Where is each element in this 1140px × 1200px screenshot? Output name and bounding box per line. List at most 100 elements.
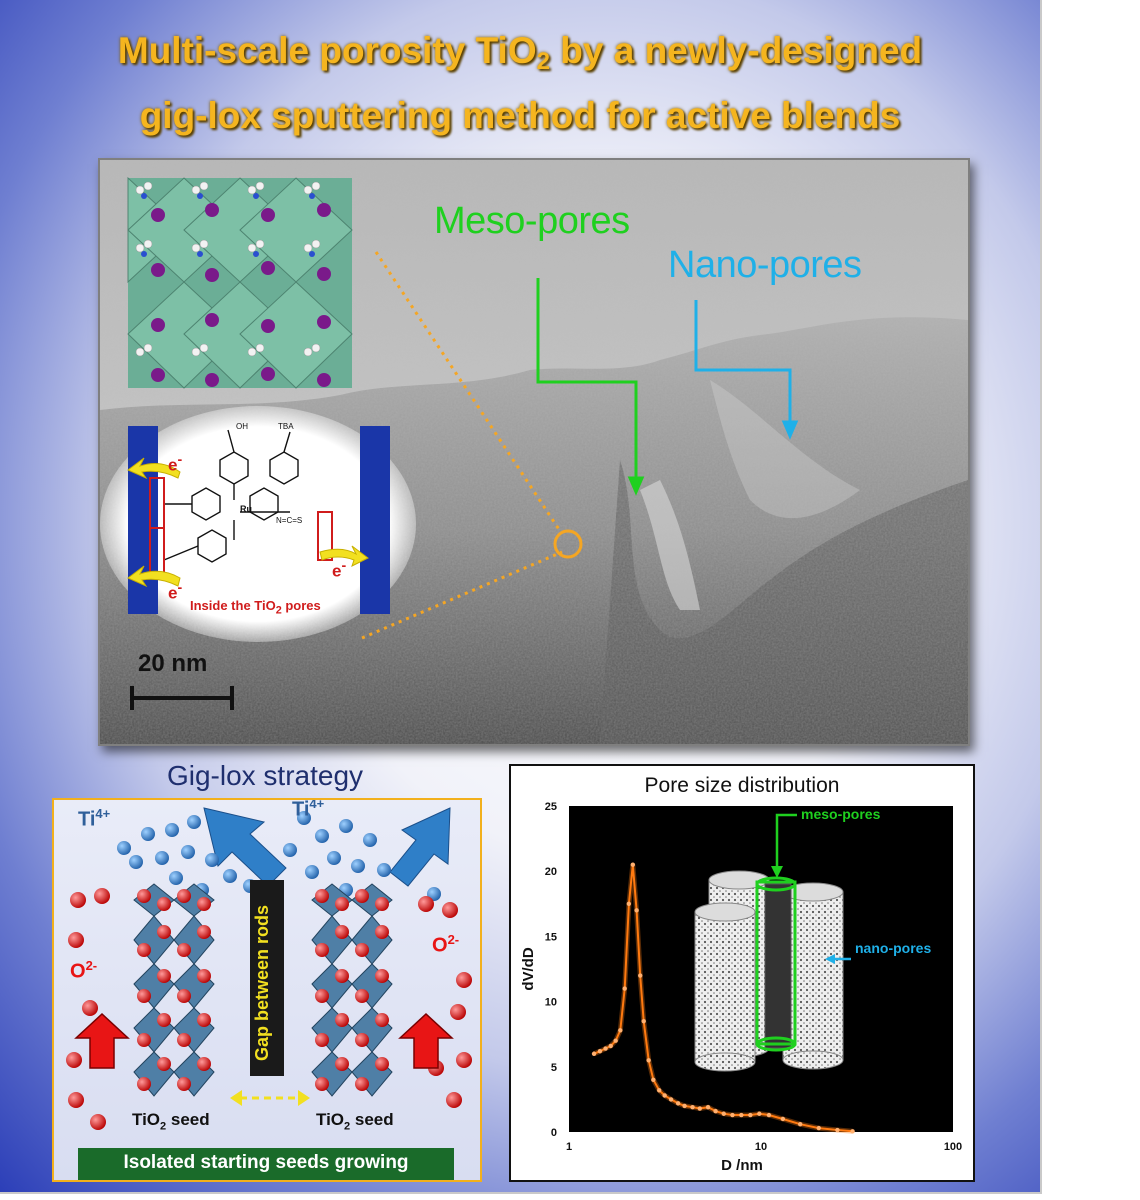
data-point bbox=[630, 862, 636, 867]
title-line1-sub: 2 bbox=[536, 48, 550, 75]
data-point bbox=[618, 1028, 623, 1033]
y-tick-label: 0 bbox=[551, 1127, 557, 1139]
tem-micrograph: Meso-pores Nano-pores 20 nm e- e- e- Ru … bbox=[98, 158, 970, 746]
data-point bbox=[608, 1043, 613, 1049]
data-point bbox=[638, 973, 643, 978]
o-ion-label-left: O2- bbox=[70, 958, 97, 984]
cylinder-right-bottom bbox=[782, 1050, 844, 1070]
y-tick-label: 15 bbox=[545, 931, 557, 943]
nano-pores-arrow bbox=[694, 300, 799, 440]
data-point bbox=[816, 1125, 821, 1131]
footer-caption: Isolated starting seeds growing bbox=[123, 1152, 409, 1173]
o-symbol-2: O bbox=[432, 934, 448, 957]
ti-ions bbox=[117, 811, 441, 901]
title-line-2: gig-lox sputtering method for active ble… bbox=[139, 95, 901, 136]
chart-title: Pore size distribution bbox=[645, 774, 840, 797]
cylinder-front-left-top bbox=[694, 902, 756, 922]
tio2-rod-right bbox=[311, 883, 393, 1097]
o-charge: 2- bbox=[85, 958, 98, 973]
electron-transfer-arrows bbox=[127, 457, 369, 588]
data-point bbox=[668, 1097, 674, 1102]
title-line1-post: by a newly-designed bbox=[549, 30, 923, 71]
seed-post-2: seed bbox=[350, 1110, 394, 1129]
inset-caption-sub: 2 bbox=[275, 604, 282, 617]
x-tick-label: 1 bbox=[566, 1141, 572, 1153]
nano-annotation-arrowhead bbox=[825, 954, 835, 964]
data-point bbox=[682, 1103, 687, 1109]
ti-ion-label-right: Ti4+ bbox=[292, 798, 325, 822]
data-point bbox=[705, 1105, 711, 1110]
data-point bbox=[651, 1077, 656, 1083]
o-flux-arrow-left bbox=[74, 1012, 130, 1069]
cylinder-right-body bbox=[782, 891, 844, 1061]
electron-label-2: e- bbox=[332, 558, 346, 582]
data-point bbox=[662, 1093, 667, 1098]
ti-symbol-2: Ti bbox=[292, 798, 310, 821]
data-point bbox=[597, 1048, 603, 1054]
title-line1-pre: Multi-scale porosity TiO bbox=[117, 30, 537, 71]
cylinder-front-left-body bbox=[694, 911, 756, 1063]
meso-pore-outline-top bbox=[755, 876, 797, 892]
x-tick-label: 10 bbox=[755, 1141, 767, 1153]
seed-pre: TiO bbox=[132, 1110, 161, 1129]
data-point bbox=[626, 901, 632, 906]
o-charge-2: 2- bbox=[447, 932, 460, 947]
data-point bbox=[690, 1105, 695, 1110]
data-point bbox=[675, 1101, 681, 1106]
seed-label-right: TiO2 seed bbox=[316, 1110, 394, 1132]
data-point bbox=[748, 1112, 753, 1118]
ti-charge-2: 4+ bbox=[309, 798, 325, 811]
gig-lox-panel: Ti4+ Ti4+ O2- O2- Gap between rods TiO2 … bbox=[52, 798, 482, 1182]
gap-label-bg bbox=[250, 880, 284, 1076]
gig-lox-diagram bbox=[66, 807, 472, 1180]
footer-bar bbox=[78, 1148, 454, 1180]
electron-e-3: e bbox=[168, 583, 178, 603]
data-point bbox=[730, 1112, 735, 1118]
data-point bbox=[641, 1018, 646, 1024]
meso-pores-arrow bbox=[536, 278, 645, 496]
electron-e-2: e bbox=[332, 561, 342, 581]
seed-post: seed bbox=[166, 1110, 210, 1129]
inset-caption: Inside the TiO2 pores bbox=[190, 598, 321, 617]
seed-sub: 2 bbox=[160, 1120, 167, 1133]
o-symbol: O bbox=[70, 960, 86, 983]
pore-wall-left bbox=[128, 426, 158, 614]
y-tick-label: 25 bbox=[545, 801, 557, 813]
seed-sub-2: 2 bbox=[344, 1120, 351, 1133]
ti-ion-label-left: Ti4+ bbox=[78, 806, 110, 832]
electron-e: e bbox=[168, 455, 178, 475]
electron-sup-2: - bbox=[341, 558, 347, 574]
data-point bbox=[780, 1116, 786, 1122]
meso-pores-label: Meso-pores bbox=[434, 200, 630, 242]
zoom-region-circle bbox=[553, 529, 583, 559]
inset-caption-pre: Inside the TiO bbox=[190, 598, 276, 613]
ti-symbol: Ti bbox=[78, 808, 96, 831]
data-point bbox=[721, 1111, 726, 1116]
y-axis-label: dV/dD bbox=[520, 947, 537, 990]
data-point bbox=[603, 1046, 608, 1051]
scale-bar-label: 20 nm bbox=[138, 650, 208, 677]
title-line-1: Multi-scale porosity TiO2 by a newly-des… bbox=[0, 24, 1040, 89]
gig-lox-title: Gig-lox strategy bbox=[166, 760, 364, 791]
y-tick-label: 5 bbox=[551, 1062, 557, 1074]
o-ion-label-right: O2- bbox=[432, 932, 459, 958]
data-point bbox=[634, 908, 639, 913]
nano-pores-label: Nano-pores bbox=[668, 244, 862, 286]
y-tick-label: 10 bbox=[545, 997, 557, 1009]
tem-image bbox=[100, 160, 968, 744]
x-tick-label: 100 bbox=[944, 1141, 962, 1153]
data-point bbox=[850, 1129, 855, 1134]
zoom-guides bbox=[361, 251, 564, 640]
dye-ncs-label: N=C=S bbox=[276, 516, 303, 525]
data-point bbox=[757, 1111, 762, 1116]
scale-bar bbox=[130, 686, 234, 710]
crystal-structure-inset bbox=[127, 176, 353, 389]
data-point bbox=[613, 1038, 618, 1043]
data-point bbox=[657, 1088, 662, 1093]
ti-flux-arrow-left bbox=[203, 807, 287, 887]
data-point bbox=[591, 1051, 597, 1056]
gap-double-arrow bbox=[230, 1090, 310, 1106]
data-point bbox=[739, 1112, 744, 1118]
